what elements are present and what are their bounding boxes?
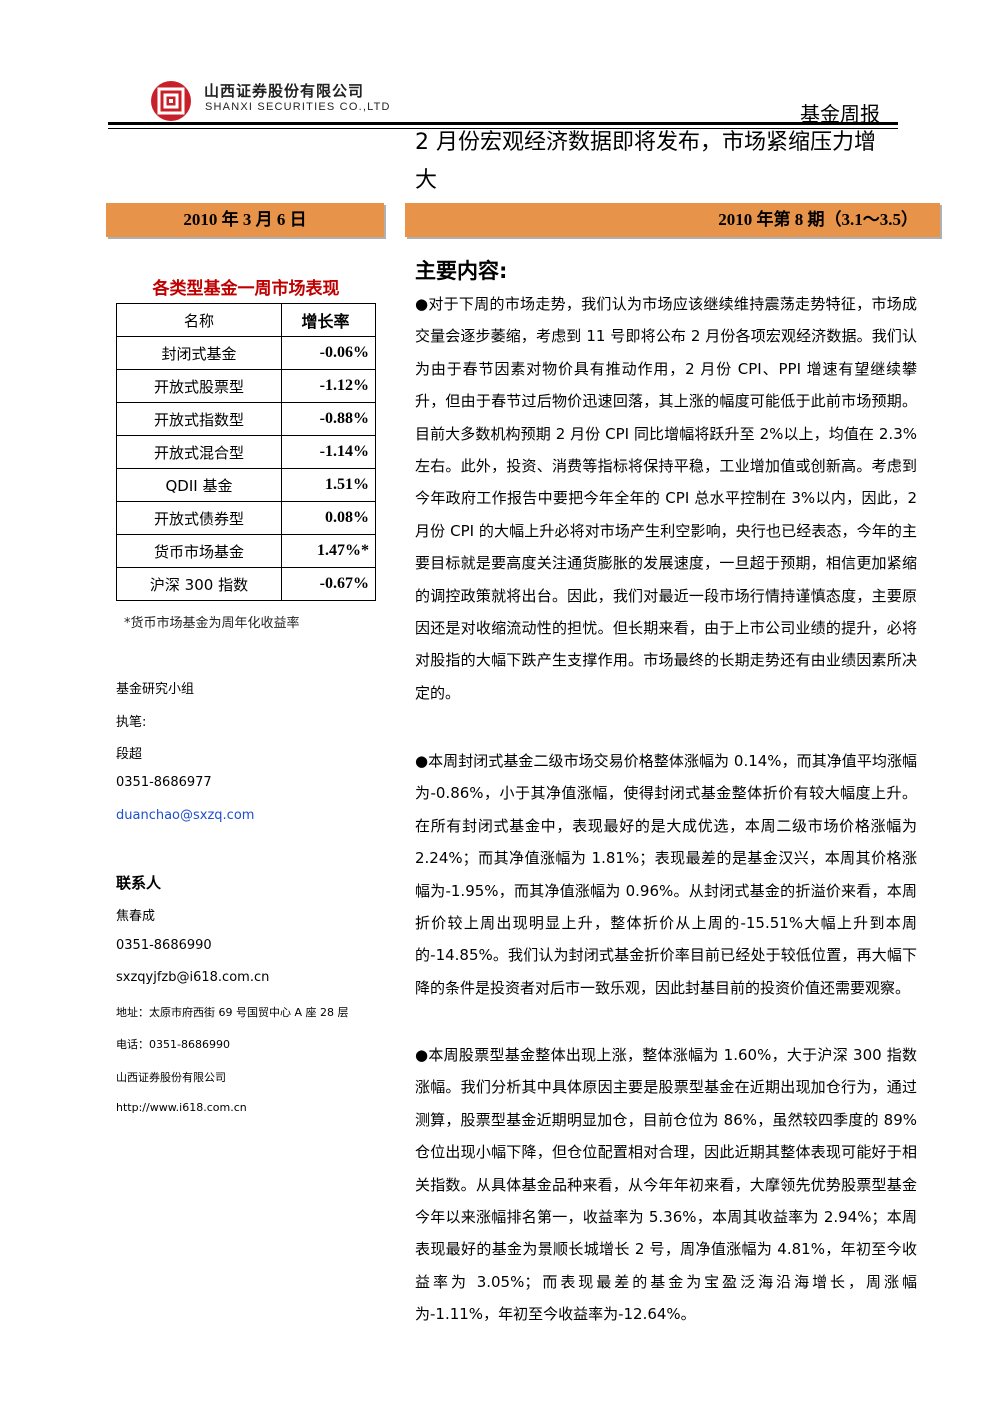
table-title: 各类型基金一周市场表现 <box>152 279 340 299</box>
fund-growth: 1.47%* <box>281 534 376 568</box>
writer-email[interactable]: duanchao@sxzq.com <box>116 808 255 823</box>
writer-name: 段超 <box>116 747 143 762</box>
contact-name: 焦春成 <box>116 909 156 924</box>
header-name: 名称 <box>116 303 282 337</box>
table-note: *货币市场基金为周年化收益率 <box>124 616 300 631</box>
main-section-title: 主要内容: <box>415 259 508 283</box>
table-header-row: 名称 增长率 <box>116 303 376 337</box>
contact-label: 联系人 <box>116 874 162 892</box>
fund-name: 货币市场基金 <box>116 534 282 568</box>
research-group: 基金研究小组 <box>116 682 195 697</box>
date-bar: 2010 年 3 月 6 日 <box>106 203 384 237</box>
contact-phone: 0351-8686990 <box>116 938 212 953</box>
table-row: 开放式混合型-1.14% <box>116 435 376 469</box>
fund-name: 开放式混合型 <box>116 435 282 469</box>
report-headline: 2 月份宏观经济数据即将发布，市场紧缩压力增大 <box>415 130 876 193</box>
paragraph: ●本周封闭式基金二级市场交易价格整体涨幅为 0.14%，而其净值平均涨幅为-0.… <box>415 752 917 997</box>
writer-phone: 0351-8686977 <box>116 775 212 790</box>
paragraph: ●本周股票型基金整体出现上涨，整体涨幅为 1.60%，大于沪深 300 指数涨幅… <box>415 1046 917 1324</box>
company-name-cn: 山西证券股份有限公司 <box>204 82 365 100</box>
address: 地址：太原市府西街 69 号国贸中心 A 座 28 层 <box>116 1006 349 1019</box>
table-row: 封闭式基金-0.06% <box>116 336 376 370</box>
issue-bar: 2010 年第 8 期（3.1～3.5） <box>405 203 940 237</box>
fund-name: 开放式债券型 <box>116 501 282 535</box>
fund-name: 开放式指数型 <box>116 402 282 436</box>
fund-growth: 0.08% <box>281 501 376 535</box>
telephone: 电话：0351-8686990 <box>116 1038 230 1051</box>
fund-name: QDII 基金 <box>116 468 282 502</box>
company-footer-name: 山西证券股份有限公司 <box>116 1071 226 1084</box>
header-growth: 增长率 <box>281 303 376 337</box>
fund-growth: 1.51% <box>281 468 376 502</box>
company-url[interactable]: http://www.i618.com.cn <box>116 1101 247 1114</box>
writer-label: 执笔: <box>116 715 147 730</box>
company-logo <box>151 81 191 121</box>
fund-performance-table: 名称 增长率 封闭式基金-0.06% 开放式股票型-1.12% 开放式指数型-0… <box>116 303 376 601</box>
table-row: 沪深 300 指数-0.67% <box>116 567 376 601</box>
fund-growth: -0.67% <box>281 567 376 601</box>
table-row: 开放式指数型-0.88% <box>116 402 376 436</box>
paragraph: ●对于下周的市场走势，我们认为市场应该继续维持震荡走势特征，市场成交量会逐步萎缩… <box>415 295 917 702</box>
fund-growth: -0.88% <box>281 402 376 436</box>
fund-growth: -1.12% <box>281 369 376 403</box>
fund-name: 沪深 300 指数 <box>116 567 282 601</box>
company-name-en: SHANXI SECURITIES CO.,LTD <box>205 101 391 113</box>
header-rule <box>108 122 898 125</box>
fund-growth: -0.06% <box>281 336 376 370</box>
fund-name: 开放式股票型 <box>116 369 282 403</box>
fund-name: 封闭式基金 <box>116 336 282 370</box>
fund-growth: -1.14% <box>281 435 376 469</box>
contact-email[interactable]: sxzqyjfzb@i618.com.cn <box>116 970 270 985</box>
header-rule-thin <box>108 128 898 129</box>
table-row: 开放式股票型-1.12% <box>116 369 376 403</box>
